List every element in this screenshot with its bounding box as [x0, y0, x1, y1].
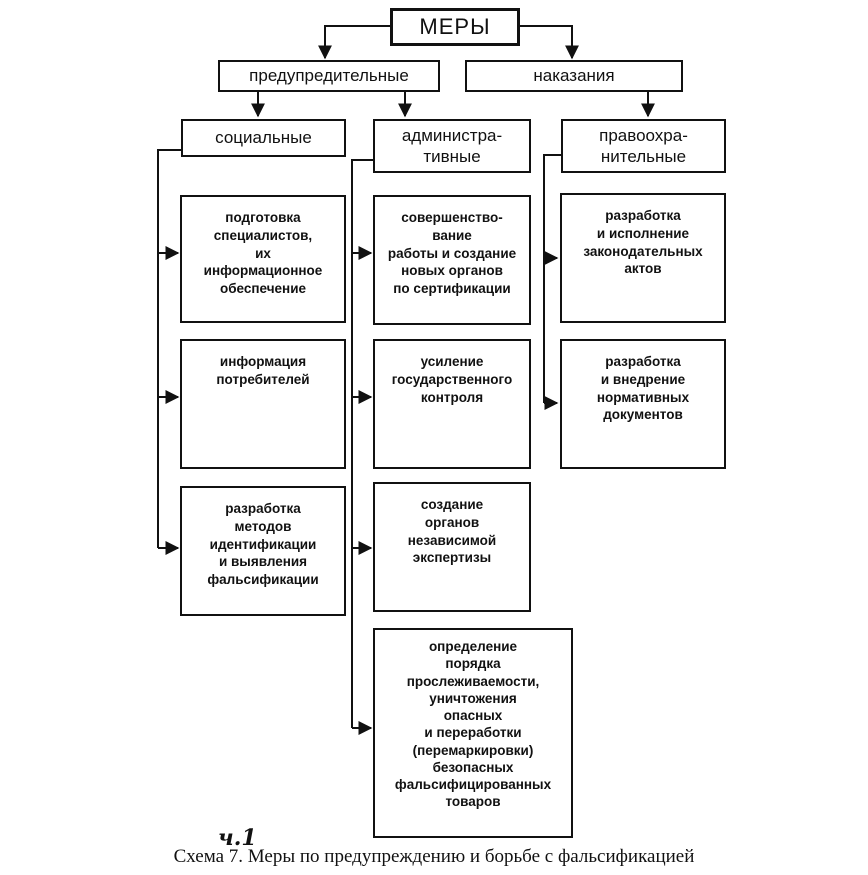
social-item-3: разработка методов идентификации и выявл… — [180, 486, 346, 616]
category-social: социальные — [181, 119, 346, 157]
category-administrative: администра- тивные — [373, 119, 531, 173]
administrative-item-3-text: создание органов независимой экспертизы — [407, 497, 497, 566]
administrative-item-4: определение порядка прослеживаемости, ун… — [373, 628, 573, 838]
administrative-item-1-text: совершенство- вание работы и создание но… — [387, 210, 517, 297]
law-item-2-text: разработка и внедрение нормативных докум… — [596, 354, 690, 423]
preventive-label: предупредительные — [249, 66, 409, 86]
administrative-item-2-text: усиление государственного контроля — [391, 354, 513, 405]
root-box: МЕРЫ — [390, 8, 520, 46]
social-item-2: информация потребителей — [180, 339, 346, 469]
punishment-box: наказания — [465, 60, 683, 92]
social-item-1: подготовка специалистов, их информационн… — [180, 195, 346, 323]
category-law-enforcement: правоохра- нительные — [561, 119, 726, 173]
handwritten-note: ч.1 — [218, 825, 257, 851]
administrative-item-2: усиление государственного контроля — [373, 339, 531, 469]
law-item-2: разработка и внедрение нормативных докум… — [560, 339, 726, 469]
administrative-item-3: создание органов независимой экспертизы — [373, 482, 531, 612]
punishment-label: наказания — [533, 66, 615, 86]
category-social-label: социальные — [215, 128, 312, 148]
administrative-item-4-text: определение порядка прослеживаемости, ун… — [394, 639, 552, 810]
social-item-3-text: разработка методов идентификации и выявл… — [207, 501, 319, 588]
social-item-2-text: информация потребителей — [216, 354, 310, 387]
preventive-box: предупредительные — [218, 60, 440, 92]
root-label: МЕРЫ — [419, 14, 491, 39]
law-item-1-text: разработка и исполнение законодательных … — [583, 208, 703, 277]
social-item-1-text: подготовка специалистов, их информационн… — [203, 210, 323, 297]
law-item-1: разработка и исполнение законодательных … — [560, 193, 726, 323]
category-law-enforcement-label: правоохра- нительные — [599, 125, 688, 166]
figure-caption: Схема 7. Меры по предупреждению и борьбе… — [173, 846, 695, 867]
administrative-item-1: совершенство- вание работы и создание но… — [373, 195, 531, 325]
category-administrative-label: администра- тивные — [401, 125, 503, 166]
